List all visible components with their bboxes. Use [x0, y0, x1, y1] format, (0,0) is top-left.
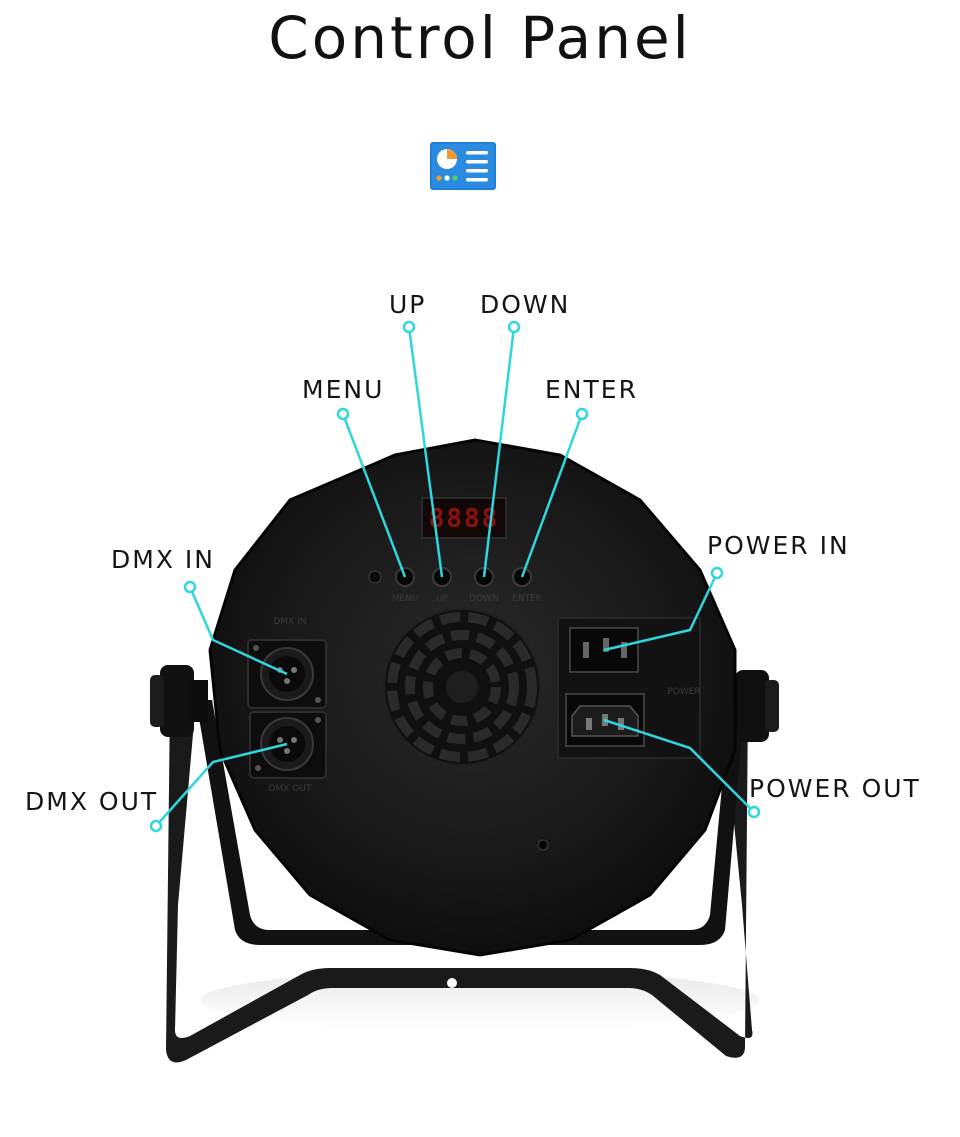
svg-text:8888: 8888: [429, 504, 500, 534]
label-enter: ENTER: [545, 375, 638, 404]
callout-line-menu: [341, 413, 407, 578]
up-legend: UP: [436, 594, 449, 604]
screw: [537, 839, 549, 851]
callout-dot-power-in: [710, 566, 724, 580]
mounting-bracket: [166, 700, 753, 1063]
callout-dot-up: [402, 320, 416, 334]
callout-dot-power-out: [747, 805, 761, 819]
callout-line-power-in: [603, 572, 719, 652]
callout-line-enter: [520, 413, 584, 578]
label-dmx-in: DMX IN: [111, 545, 215, 574]
callout-line-power-out: [603, 718, 755, 813]
control-panel-icon: [430, 142, 496, 190]
dmx-out-legend: DMX OUT: [269, 784, 312, 794]
callout-line-dmx-in: [188, 586, 288, 676]
callout-line-up: [407, 326, 444, 578]
dmx-out-connector: [249, 711, 327, 779]
callout-dot-dmx-out: [149, 819, 163, 833]
label-dmx-out: DMX OUT: [25, 787, 159, 816]
callout-line-down: [482, 326, 516, 578]
indicator-led: [368, 570, 382, 584]
label-down: DOWN: [480, 290, 571, 319]
enter-legend: ENTER: [512, 594, 542, 604]
callout-dot-menu: [336, 407, 350, 421]
page-title: Control Panel: [268, 4, 692, 72]
callout-dot-down: [507, 320, 521, 334]
callout-dot-dmx-in: [183, 580, 197, 594]
menu-legend: MENU: [392, 594, 419, 604]
callout-lines: [149, 320, 761, 833]
bracket-hole: [447, 978, 457, 988]
dmx-in-legend: DMX IN: [273, 617, 306, 627]
fan-grille: [383, 608, 541, 766]
power-legend: POWER: [667, 687, 700, 697]
label-menu: MENU: [302, 375, 385, 404]
label-power-out: POWER OUT: [749, 774, 921, 803]
label-up: UP: [389, 290, 427, 319]
callout-dot-enter: [575, 407, 589, 421]
left-knob: [150, 665, 208, 737]
down-legend: DOWN: [469, 594, 499, 604]
callout-line-dmx-out: [155, 742, 288, 827]
label-power-in: POWER IN: [707, 531, 850, 560]
